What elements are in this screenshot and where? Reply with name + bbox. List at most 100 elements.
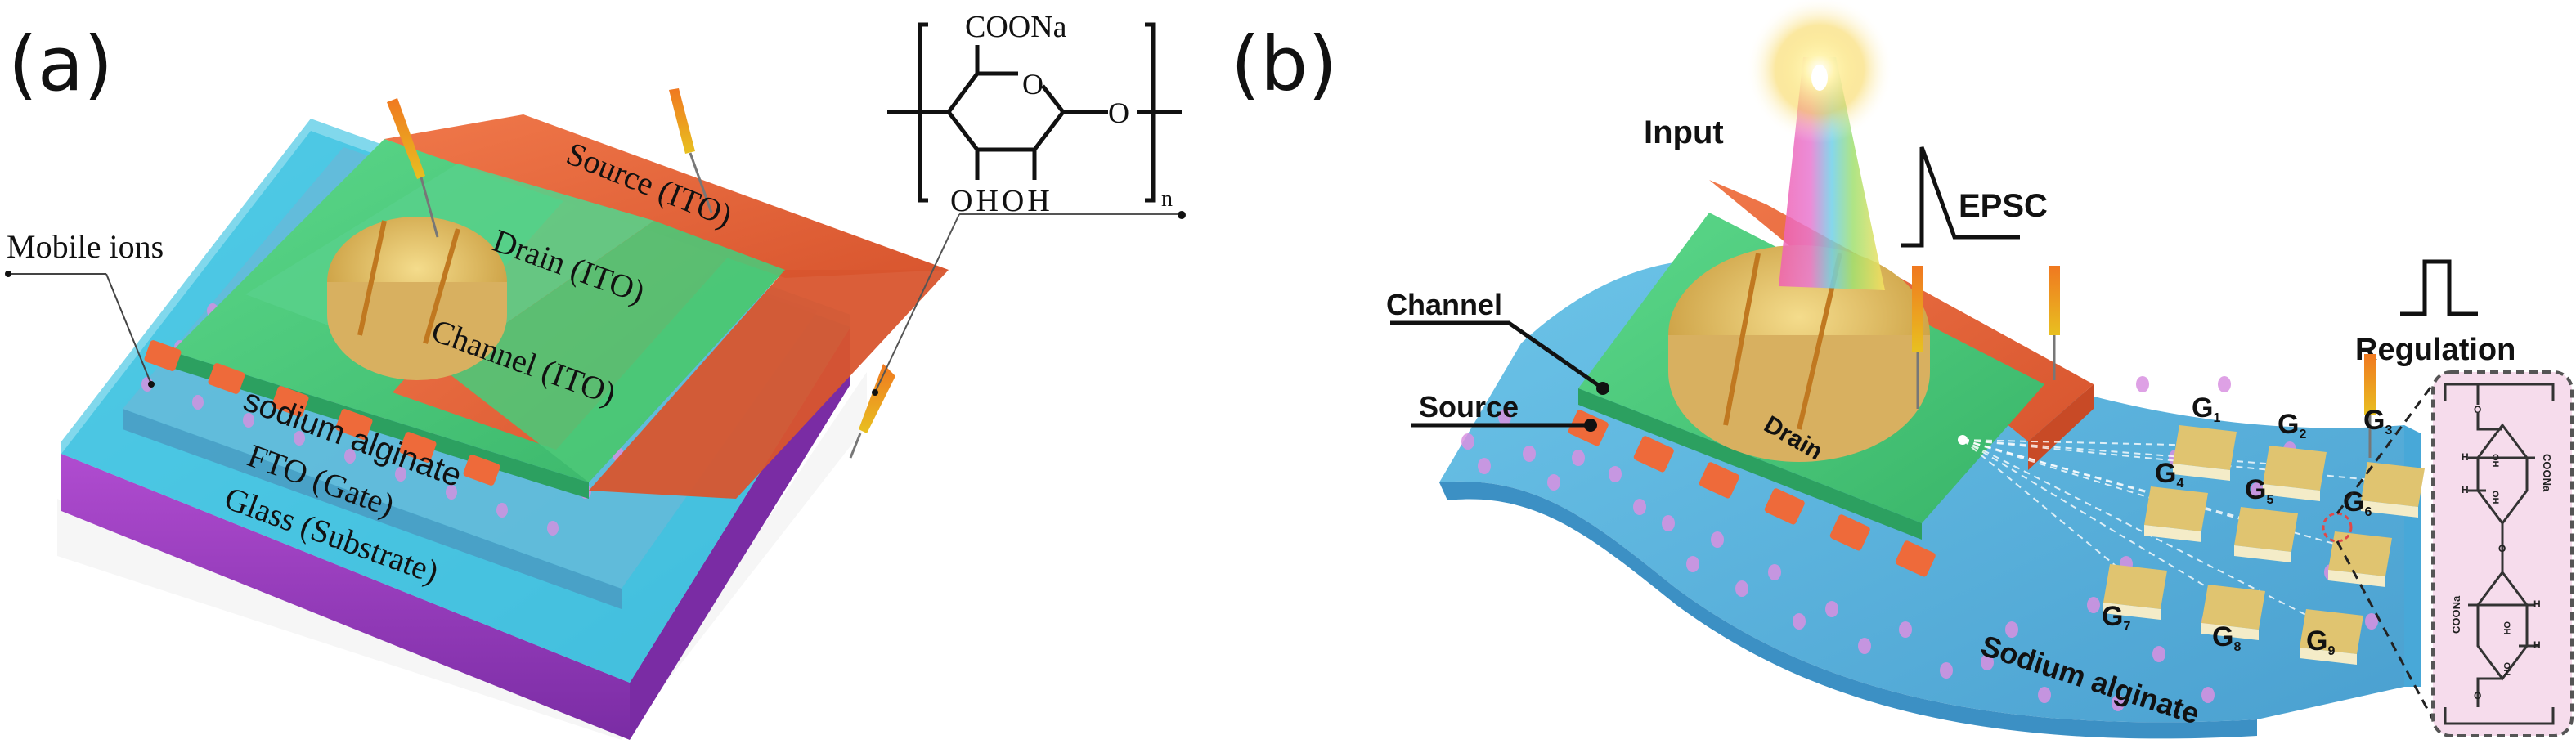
ion [547, 521, 559, 536]
mobile-ions-b [1461, 376, 2378, 711]
connection-line [1962, 439, 2180, 508]
inset-coona-top: COONa [2541, 454, 2553, 492]
gate-pad-top [2300, 609, 2363, 654]
ion [1478, 458, 1491, 474]
gate-pad [2300, 609, 2363, 665]
ion [1981, 654, 1994, 670]
ion [2251, 482, 2264, 499]
gate-pad-top [2144, 486, 2208, 531]
panel-a: (a) [5, 10, 1186, 740]
ohoh-label-a: OHOH [950, 184, 1053, 218]
source-pad [335, 409, 373, 440]
inset-oh-1: OH [2490, 454, 2500, 468]
coona-label-a: COONa [965, 10, 1067, 44]
ion [395, 467, 406, 482]
source-pad [463, 455, 500, 486]
connection-line [1962, 439, 2270, 528]
source-label-b: Source [1419, 390, 1519, 424]
alginate-structure-inset: COONa COONa OH OH OH OH H H H H O O O [2431, 370, 2574, 737]
gate-pad-top [2173, 425, 2237, 470]
ion [1609, 466, 1622, 482]
panel-a-label: (a) [8, 20, 113, 108]
inset-oh-2: OH [2490, 491, 2500, 504]
source-pad [1764, 488, 1805, 525]
ion [243, 413, 254, 428]
inset-h-3: H [2533, 598, 2541, 610]
drain-electrode-b [1668, 245, 1930, 462]
probe-b-1 [1912, 266, 1923, 409]
gate-pad-top [2201, 585, 2265, 630]
ion [2005, 621, 2018, 638]
structure-leader-a [872, 211, 1186, 396]
input-label: Input [1644, 114, 1724, 150]
probe-b-2 [2049, 266, 2060, 380]
ion [344, 449, 356, 464]
zoom-callout [2322, 383, 2435, 720]
ion [2136, 376, 2149, 392]
regulation-label: Regulation [2355, 333, 2515, 367]
connection-line [1962, 439, 2237, 606]
source-pad [144, 340, 182, 371]
repeat-n-label: n [1161, 186, 1173, 212]
gate-label: G4 [2155, 458, 2183, 491]
gate-label: G3 [2363, 405, 2392, 437]
mobile-ions-label: Mobile ions [7, 228, 164, 265]
source-pads-b [1568, 410, 1936, 577]
ion [1711, 531, 1724, 548]
gate-label: G8 [2212, 621, 2241, 654]
gate-pad-top [2103, 564, 2167, 609]
ion [1768, 564, 1781, 580]
gate-label: G1 [2192, 392, 2220, 425]
channel-label-b: Channel [1386, 288, 1502, 321]
gate-pad-side [2144, 525, 2201, 542]
source-pads-a [144, 340, 500, 486]
gate-label: G6 [2343, 486, 2372, 519]
drain-electrode-a [327, 217, 507, 380]
inset-h-1: H [2462, 451, 2469, 463]
ion [2152, 646, 2165, 662]
probe-a-2 [669, 88, 713, 213]
gate-pad-top [2361, 462, 2425, 507]
inset-o-3: O [2474, 690, 2481, 701]
gate-label: G9 [2306, 625, 2335, 658]
mobile-ions-leader [5, 271, 155, 388]
inset-oh-4: OH [2502, 662, 2511, 676]
ion [1735, 580, 1748, 597]
ion [1858, 638, 1871, 654]
source-pad [1633, 436, 1674, 473]
gate-label: G2 [2278, 409, 2306, 441]
ion [496, 503, 508, 518]
drain-contact-point [1958, 435, 1968, 445]
probe-a-3 [849, 364, 895, 459]
gate-pad-top [2263, 446, 2327, 491]
ion [1662, 515, 1675, 531]
gate-pad-side [2263, 484, 2320, 501]
ion [1498, 409, 1511, 425]
ion [446, 485, 457, 500]
gate-pad [2328, 531, 2392, 587]
regulation-pulse-icon [2400, 259, 2478, 316]
inset-o-2: O [2498, 543, 2506, 554]
ion [1940, 662, 1953, 679]
source-leader-b [1411, 419, 1597, 432]
ion [2201, 687, 2215, 703]
ion [1825, 601, 1838, 617]
source-pad [1829, 514, 1870, 551]
ion [2112, 695, 2125, 711]
source-pad [272, 386, 309, 417]
gate-pad [2173, 425, 2237, 481]
link-oxygen-a: O [1108, 96, 1129, 129]
gate-pad [2201, 585, 2265, 640]
gate-pad-side [2173, 464, 2230, 481]
gate-pad-side [2201, 623, 2259, 640]
connection-line [1962, 439, 2299, 467]
epsc-label: EPSC [1959, 188, 2048, 224]
ion [1547, 474, 1560, 491]
gate-pad-side [2234, 545, 2291, 562]
source-pad [208, 363, 245, 394]
ion [1793, 613, 1806, 630]
panel-b: (b) Drain [1231, 0, 2574, 739]
inset-h-4: H [2533, 639, 2541, 651]
channel-leader-b [1390, 320, 1609, 395]
